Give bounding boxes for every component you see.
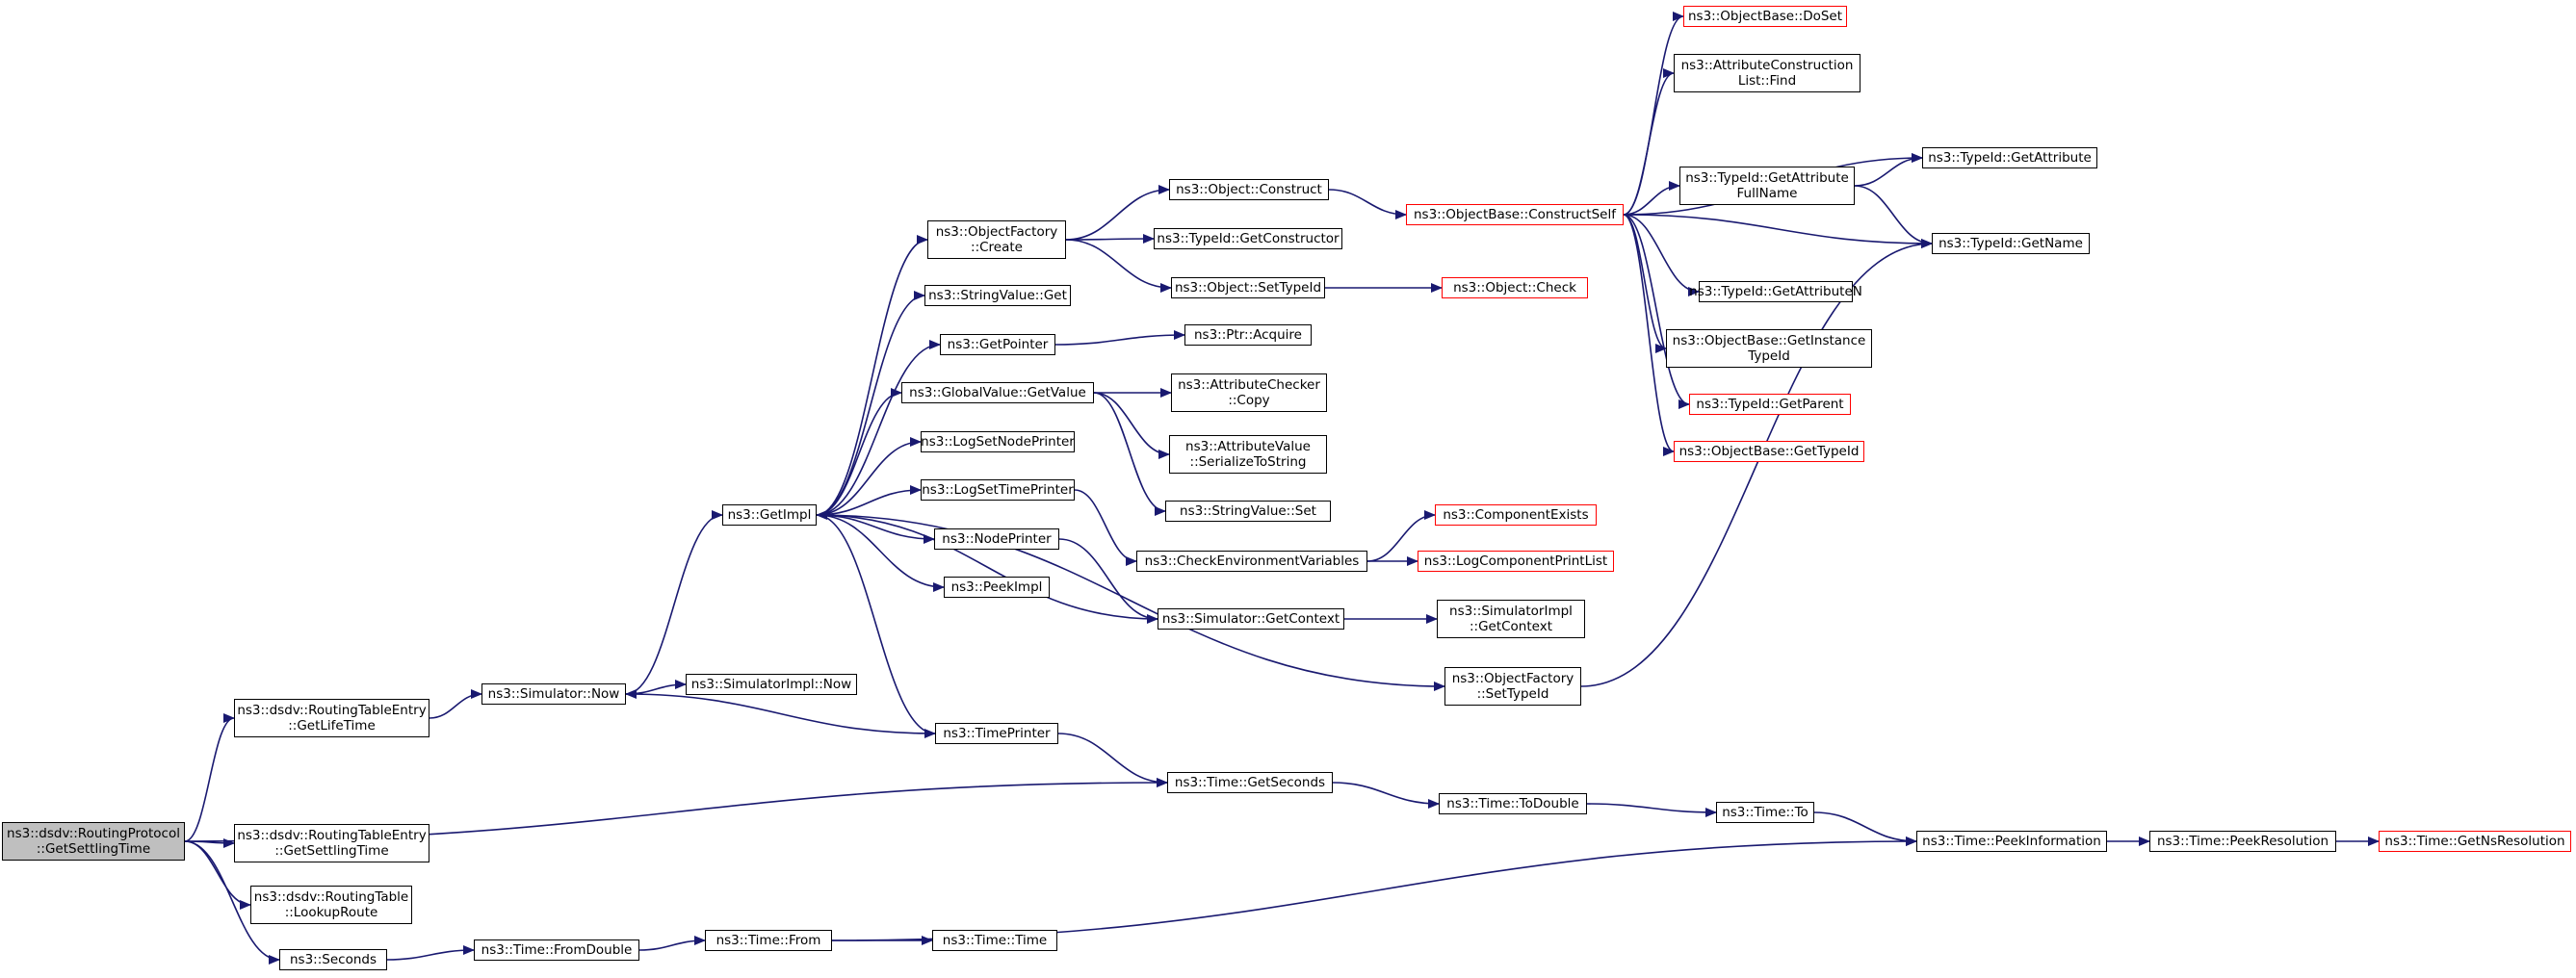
node-time-time[interactable]: ns3::Time::Time xyxy=(932,930,1057,951)
node-root: ns3::dsdv::RoutingProtocol ::GetSettling… xyxy=(2,822,185,861)
node-checkenv[interactable]: ns3::CheckEnvironmentVariables xyxy=(1136,551,1367,572)
edge-of-create-to-obj-settypeid xyxy=(1065,239,1172,293)
edge-getimpl-to-nodeprinter xyxy=(816,514,935,544)
edge-sim-now-to-getimpl xyxy=(625,510,723,695)
node-acl-find[interactable]: ns3::AttributeConstruction List::Find xyxy=(1674,54,1860,92)
node-getpointer[interactable]: ns3::GetPointer xyxy=(940,334,1055,355)
edge-getpointer-to-ptr-acquire xyxy=(1054,330,1185,346)
node-ob-doset[interactable]: ns3::ObjectBase::DoSet xyxy=(1683,6,1847,27)
node-tid-getattributen[interactable]: ns3::TypeId::GetAttributeN xyxy=(1689,281,1862,302)
node-timeprinter[interactable]: ns3::TimePrinter xyxy=(935,723,1058,744)
node-ac-copy[interactable]: ns3::AttributeChecker ::Copy xyxy=(1171,373,1327,412)
edge-obj-construct-to-ob-constructself xyxy=(1328,189,1407,219)
edge-timeprinter-to-time-getseconds xyxy=(1057,733,1168,787)
edge-gv-getvalue-to-av-serialize xyxy=(1093,392,1170,459)
edge-ob-constructself-to-tid-getattributefullname xyxy=(1623,181,1680,216)
edge-ob-constructself-to-ob-gettypeid xyxy=(1623,214,1675,456)
edge-nodeprinter-to-sim-getcontext xyxy=(1058,538,1158,624)
node-getimpl[interactable]: ns3::GetImpl xyxy=(722,504,817,526)
node-ob-constructself[interactable]: ns3::ObjectBase::ConstructSelf xyxy=(1406,204,1624,225)
edge-sim-now-to-simimpl-now xyxy=(625,680,687,695)
node-tid-getparent[interactable]: ns3::TypeId::GetParent xyxy=(1689,394,1851,415)
node-time-getseconds[interactable]: ns3::Time::GetSeconds xyxy=(1167,772,1333,793)
node-time-getnsresolution[interactable]: ns3::Time::GetNsResolution xyxy=(2379,831,2571,852)
node-time-fromdouble[interactable]: ns3::Time::FromDouble xyxy=(474,939,639,961)
node-nodeprinter[interactable]: ns3::NodePrinter xyxy=(934,528,1059,550)
edge-tid-getattributefullname-to-tid-getattribute xyxy=(1854,153,1923,187)
node-sim-getcontext[interactable]: ns3::Simulator::GetContext xyxy=(1158,608,1344,630)
node-sim-now[interactable]: ns3::Simulator::Now xyxy=(481,683,626,705)
node-rt-lookup[interactable]: ns3::dsdv::RoutingTable ::LookupRoute xyxy=(250,886,412,924)
edge-time-to-to-time-peekinformation xyxy=(1813,811,1917,846)
edge-root-to-seconds xyxy=(184,840,280,965)
edge-ob-constructself-to-ob-doset xyxy=(1623,12,1684,216)
node-time-todouble[interactable]: ns3::Time::ToDouble xyxy=(1439,793,1587,814)
edge-root-to-rte-getlifetime xyxy=(184,713,235,842)
edge-time-fromdouble-to-time-from xyxy=(638,936,706,951)
node-tid-getattribute[interactable]: ns3::TypeId::GetAttribute xyxy=(1922,147,2097,168)
edge-getimpl-to-lognodeprinter xyxy=(816,437,922,516)
edge-time-getseconds-to-time-todouble xyxy=(1332,782,1440,809)
node-of-settypeid[interactable]: ns3::ObjectFactory ::SetTypeId xyxy=(1444,667,1581,706)
node-obj-construct[interactable]: ns3::Object::Construct xyxy=(1169,179,1329,200)
edge-getimpl-to-gv-getvalue xyxy=(816,388,902,516)
node-tid-getconstructor[interactable]: ns3::TypeId::GetConstructor xyxy=(1154,228,1342,249)
node-obj-settypeid[interactable]: ns3::Object::SetTypeId xyxy=(1171,277,1325,298)
node-time-from[interactable]: ns3::Time::From xyxy=(705,930,832,951)
edge-ob-constructself-to-tid-getparent xyxy=(1623,214,1690,409)
edge-getimpl-to-sv-get xyxy=(816,291,925,516)
node-peekimpl[interactable]: ns3::PeekImpl xyxy=(944,577,1050,598)
node-ob-getinstancetypeid[interactable]: ns3::ObjectBase::GetInstance TypeId xyxy=(1666,329,1872,368)
node-obj-check[interactable]: ns3::Object::Check xyxy=(1442,277,1588,298)
node-gv-getvalue[interactable]: ns3::GlobalValue::GetValue xyxy=(901,382,1094,403)
edge-getimpl-to-getpointer xyxy=(816,340,941,516)
node-componentexists[interactable]: ns3::ComponentExists xyxy=(1435,504,1597,526)
edge-of-create-to-obj-construct xyxy=(1065,185,1170,241)
edge-timeprinter-to-sim-now xyxy=(625,689,936,734)
node-ptr-acquire[interactable]: ns3::Ptr::Acquire xyxy=(1184,324,1312,346)
edge-ob-constructself-to-tid-getattributen xyxy=(1623,214,1700,296)
edge-tid-getattributefullname-to-tid-getname xyxy=(1854,185,1933,248)
edge-of-settypeid-to-tid-getname xyxy=(1580,239,1933,687)
edge-seconds-to-time-fromdouble xyxy=(386,945,475,961)
node-sv-get[interactable]: ns3::StringValue::Get xyxy=(924,285,1071,306)
node-tid-getname[interactable]: ns3::TypeId::GetName xyxy=(1932,233,2090,254)
edge-getimpl-to-of-settypeid xyxy=(816,514,1445,691)
node-time-peekresolution[interactable]: ns3::Time::PeekResolution xyxy=(2149,831,2336,852)
node-simimpl-now[interactable]: ns3::SimulatorImpl::Now xyxy=(686,674,857,695)
node-seconds[interactable]: ns3::Seconds xyxy=(279,949,387,970)
node-time-to[interactable]: ns3::Time::To xyxy=(1716,802,1814,823)
edge-time-from-to-time-peekinformation xyxy=(831,836,1917,941)
node-rte-getlifetime[interactable]: ns3::dsdv::RoutingTableEntry ::GetLifeTi… xyxy=(234,699,429,737)
node-ob-gettypeid[interactable]: ns3::ObjectBase::GetTypeId xyxy=(1674,441,1864,462)
edge-getimpl-to-logtimeprinter xyxy=(816,485,922,516)
node-sv-set[interactable]: ns3::StringValue::Set xyxy=(1165,501,1331,522)
edge-getimpl-to-peekimpl xyxy=(816,514,945,592)
edge-time-todouble-to-time-to xyxy=(1586,803,1717,817)
edge-sim-getcontext-to-getimpl xyxy=(816,510,1158,620)
node-logtimeprinter[interactable]: ns3::LogSetTimePrinter xyxy=(921,479,1075,501)
node-logcomponentprintlist[interactable]: ns3::LogComponentPrintList xyxy=(1418,551,1614,572)
node-simimpl-getcontext[interactable]: ns3::SimulatorImpl ::GetContext xyxy=(1437,600,1585,638)
node-of-create[interactable]: ns3::ObjectFactory ::Create xyxy=(927,220,1066,259)
edge-ob-constructself-to-acl-find xyxy=(1623,68,1675,216)
edge-of-create-to-tid-getconstructor xyxy=(1065,234,1155,244)
node-tid-getattributefullname[interactable]: ns3::TypeId::GetAttribute FullName xyxy=(1679,167,1855,205)
node-lognodeprinter[interactable]: ns3::LogSetNodePrinter xyxy=(921,431,1075,452)
edge-getimpl-to-of-create xyxy=(816,235,928,516)
edge-getimpl-to-timeprinter xyxy=(816,514,936,738)
edge-rte-getlifetime-to-sim-now xyxy=(429,689,482,719)
node-time-peekinformation[interactable]: ns3::Time::PeekInformation xyxy=(1916,831,2107,852)
edge-checkenv-to-componentexists xyxy=(1366,510,1436,562)
edge-gv-getvalue-to-sv-set xyxy=(1093,392,1166,516)
edge-ob-constructself-to-tid-getname xyxy=(1623,214,1933,248)
edge-logtimeprinter-to-checkenv xyxy=(1074,489,1137,566)
node-av-serialize[interactable]: ns3::AttributeValue ::SerializeToString xyxy=(1169,435,1327,474)
node-rte-getsettling[interactable]: ns3::dsdv::RoutingTableEntry ::GetSettli… xyxy=(234,824,429,862)
